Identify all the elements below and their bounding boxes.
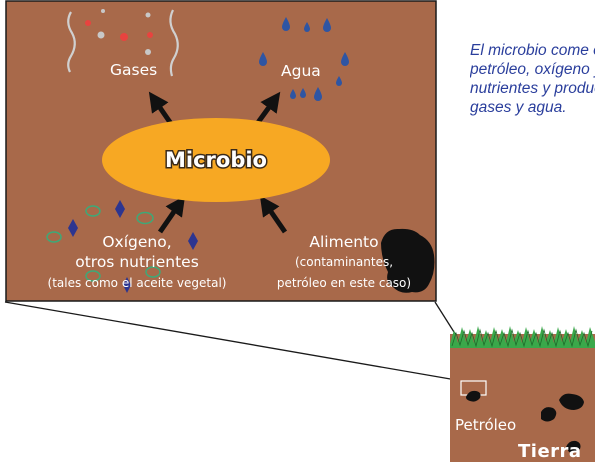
caption-line: gases y agua. xyxy=(470,99,567,116)
nutrient-ring xyxy=(85,205,101,217)
water-drop xyxy=(304,22,310,32)
caption-line: petróleo, oxígeno y xyxy=(470,61,595,78)
oxygen-diamond xyxy=(115,200,125,218)
label-gases: Gases xyxy=(110,61,157,79)
water-drop xyxy=(300,88,306,98)
label-tierra: Tierra xyxy=(518,441,582,462)
zoom-connector-left xyxy=(4,301,463,382)
oil-blob xyxy=(559,393,584,410)
oxygen-diamond xyxy=(68,219,78,237)
gas-particle xyxy=(101,9,105,13)
grass xyxy=(450,326,595,348)
nutrient-ring xyxy=(46,231,62,243)
oil-blob xyxy=(466,390,481,402)
zoom-panel: Gases Agua Microbio xyxy=(5,0,437,302)
gas-wisp xyxy=(67,11,76,73)
label-alimento-line1: Alimento xyxy=(309,233,378,251)
gas-particle xyxy=(147,32,153,38)
arrow-from-alimento xyxy=(259,195,288,234)
label-oxigeno-line3: (tales como el aceite vegetal) xyxy=(48,276,227,290)
label-petroleo: Petróleo xyxy=(455,416,516,434)
soil-inset: Petróleo Tierra xyxy=(450,326,595,462)
caption: El microbio come el petróleo, oxígeno y … xyxy=(470,41,595,161)
grass-outline xyxy=(451,328,593,348)
water-drop xyxy=(282,17,290,31)
oil-blob xyxy=(381,228,435,293)
water-drop xyxy=(259,52,267,66)
caption-line: El microbio come el xyxy=(470,42,595,59)
nutrient-ring xyxy=(136,211,154,225)
gas-particle xyxy=(120,33,128,41)
label-microbio: Microbio xyxy=(165,148,267,172)
label-alimento-line2: (contaminantes, xyxy=(295,255,393,269)
label-alimento-line3: petróleo en este caso) xyxy=(277,276,411,290)
caption-line: nutrientes y produce xyxy=(470,80,595,97)
label-oxigeno-line2: otros nutrientes xyxy=(75,253,199,271)
microbe xyxy=(102,118,330,202)
water-drop xyxy=(341,52,349,66)
water-drop xyxy=(314,87,322,101)
nutrient-symbols xyxy=(46,200,198,293)
oil-blob xyxy=(541,407,557,422)
label-oxigeno-line1: Oxígeno, xyxy=(102,233,171,251)
label-agua: Agua xyxy=(281,62,321,80)
water-drop xyxy=(323,18,331,32)
gas-particle xyxy=(85,20,91,26)
water-drop xyxy=(336,76,342,86)
gas-particle xyxy=(145,49,151,55)
water-drops xyxy=(259,17,349,101)
oil-blob xyxy=(566,440,581,453)
water-drop xyxy=(290,89,296,99)
arrow-from-oxigeno xyxy=(157,195,186,234)
oxygen-diamond xyxy=(188,232,198,250)
gas-particle xyxy=(145,12,151,18)
nutrient-ring xyxy=(145,266,161,278)
gas-wisp xyxy=(169,9,179,77)
nutrient-ring xyxy=(85,270,101,282)
oxygen-diamond xyxy=(123,277,131,293)
gas-particle xyxy=(97,31,105,39)
